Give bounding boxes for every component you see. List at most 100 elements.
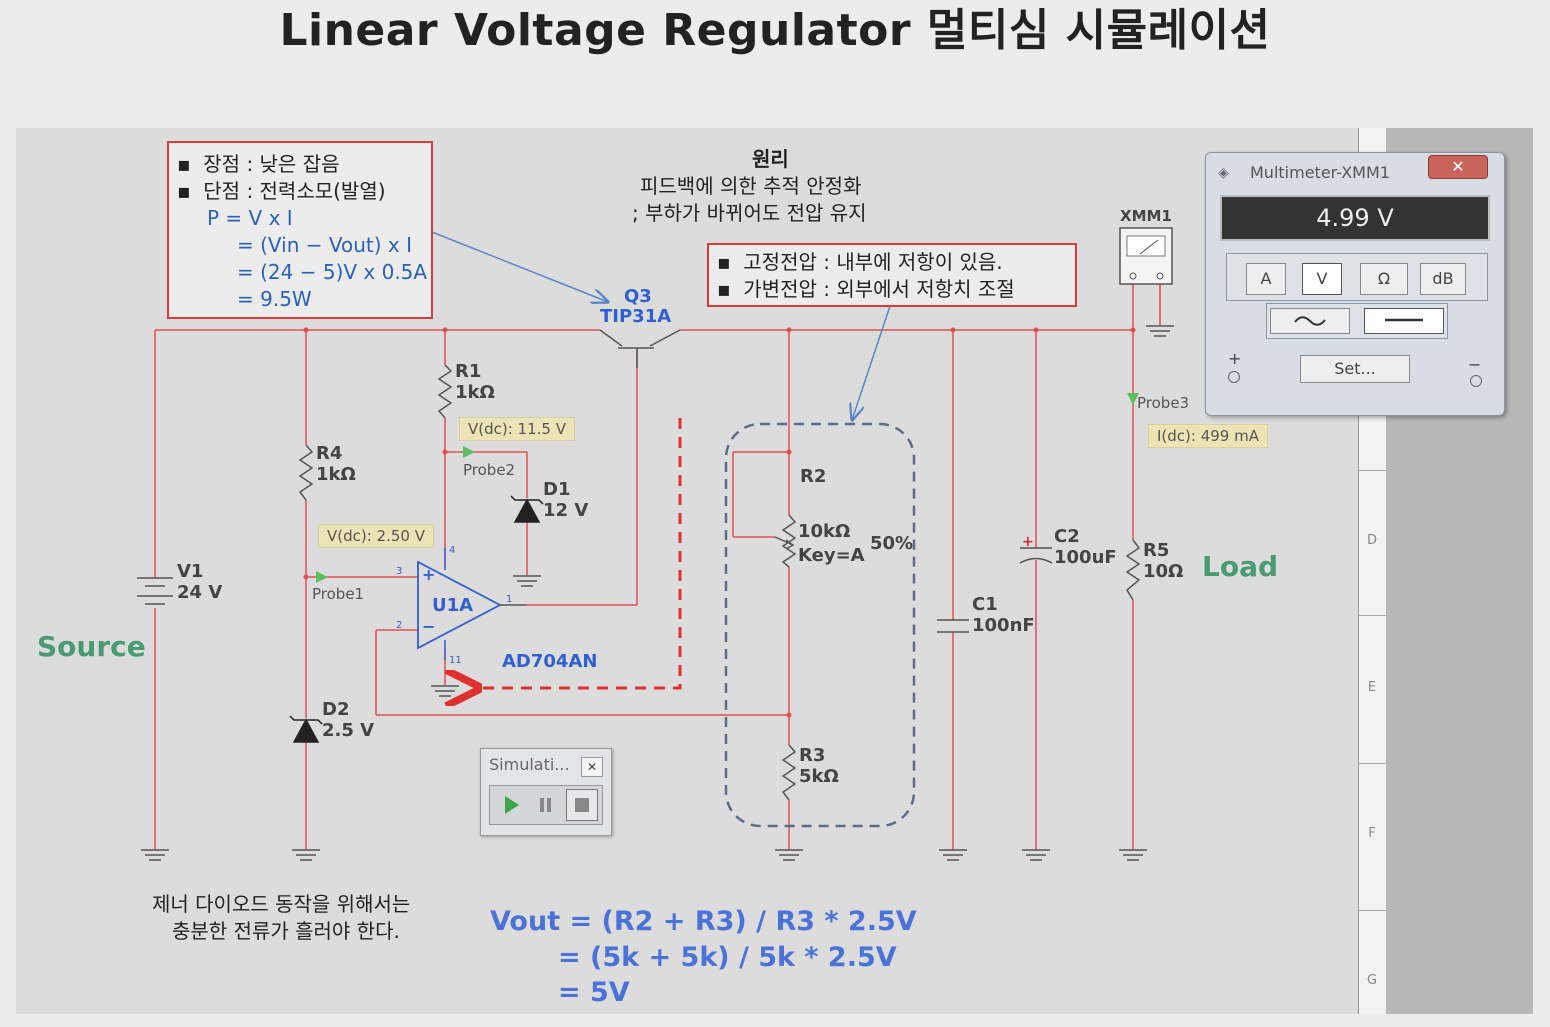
xmm1-symbol	[1119, 227, 1173, 285]
r3-name: R3	[799, 745, 826, 766]
scroll-letter-d: D	[1366, 533, 1377, 548]
wires	[154, 283, 1161, 850]
page-title: Linear Voltage Regulator 멀티심 시뮬레이션	[279, 5, 1271, 56]
scroll-divider	[1358, 615, 1386, 616]
d2-name: D2	[322, 699, 350, 720]
simulation-controls	[489, 785, 603, 825]
minus-terminal-icon[interactable]	[1470, 375, 1482, 387]
r4-value: 1kΩ	[316, 464, 356, 485]
r2-key: Key=A	[798, 545, 865, 566]
run-button[interactable]	[502, 794, 522, 820]
callout-arrow-r2	[852, 305, 891, 420]
zener-diodes	[289, 495, 544, 743]
pros-cons-note: ▪ 장점 : 낮은 잡음 ▪ 단점 : 전력소모(발열) P = V x I =…	[167, 141, 433, 319]
simulation-window-title: Simulati...	[489, 755, 570, 774]
feedback-arrow	[476, 418, 682, 688]
v1-value: 24 V	[177, 582, 223, 603]
probe-arrows	[316, 393, 1139, 583]
simulation-window[interactable]: Simulati... ✕	[480, 748, 612, 836]
callout-arrow-q3	[431, 231, 608, 302]
r2-percent: 50%	[870, 533, 914, 554]
d2-value: 2.5 V	[322, 720, 375, 741]
dc-line-icon	[1385, 318, 1423, 322]
d1-value: 12 V	[543, 500, 589, 521]
scroll-divider	[1358, 470, 1386, 471]
principle-line1: 피드백에 의한 추적 안정화	[640, 174, 862, 198]
component-symbols	[137, 329, 1141, 801]
close-icon[interactable]: ✕	[581, 757, 603, 777]
v1-name: V1	[177, 561, 204, 582]
ac-wave-icon	[1294, 316, 1326, 326]
vout-formula-line2: = (5k + 5k) / 5k * 2.5V	[558, 942, 897, 973]
principle-heading: 원리	[752, 147, 789, 171]
pin-2: 2	[396, 620, 403, 631]
zener-note-line2: 충분한 전류가 흘러야 한다.	[172, 919, 400, 943]
probe2-value: V(dc): 11.5 V	[459, 417, 575, 441]
pause-button[interactable]	[536, 794, 556, 820]
pause-icon	[540, 798, 551, 812]
opamp-plus: +	[422, 565, 436, 584]
formula-line: = (24 − 5)V x 0.5A	[237, 260, 428, 284]
set-button[interactable]: Set...	[1300, 355, 1410, 383]
plus-terminal-icon[interactable]	[1228, 371, 1240, 383]
scroll-divider	[1358, 763, 1386, 764]
pin-3: 3	[396, 566, 403, 577]
scroll-letter-f: F	[1368, 826, 1376, 841]
fixed-voltage-text: 고정전압 : 내부에 저항이 있음.	[743, 250, 1003, 274]
formula-line: P = V x I	[207, 206, 293, 230]
q3-name: Q3	[624, 286, 652, 307]
plus-terminal-label: +	[1228, 349, 1242, 368]
ac-button[interactable]	[1270, 308, 1350, 334]
probe1-label: Probe1	[312, 585, 365, 603]
probe3-value: I(dc): 499 mA	[1148, 424, 1268, 448]
r2-value: 10kΩ	[798, 521, 851, 542]
source-label: Source	[37, 630, 146, 663]
r5-name: R5	[1143, 540, 1170, 561]
multimeter-window[interactable]: ◈ Multimeter-XMM1 ✕ 4.99 V A V Ω dB Set.…	[1205, 152, 1505, 416]
regulator-type-note: ▪ 고정전압 : 내부에 저항이 있음. ▪ 가변전압 : 외부에서 저항치 조…	[707, 243, 1077, 307]
c1-name: C1	[972, 594, 998, 615]
r5-value: 10Ω	[1143, 561, 1184, 582]
dc-button[interactable]	[1364, 308, 1444, 334]
opamp-minus: −	[422, 617, 436, 636]
r4-name: R4	[316, 443, 343, 464]
ohmmeter-button[interactable]: Ω	[1360, 263, 1408, 295]
zener-note-line1: 제너 다이오드 동작을 위해서는	[152, 892, 411, 916]
stop-button[interactable]	[566, 789, 598, 821]
r3-value: 5kΩ	[799, 766, 839, 787]
u1a-name: U1A	[432, 595, 474, 616]
stop-icon	[575, 798, 589, 812]
decibel-button[interactable]: dB	[1420, 263, 1466, 295]
pin-4: 4	[449, 545, 456, 556]
close-button[interactable]: ✕	[1428, 155, 1488, 179]
load-label: Load	[1202, 550, 1279, 583]
variable-voltage-text: 가변전압 : 외부에서 저항치 조절	[743, 277, 1015, 301]
r1-name: R1	[455, 361, 482, 382]
c1-value: 100nF	[972, 615, 1035, 636]
scroll-letter-g: G	[1366, 973, 1378, 988]
multimeter-reading: 4.99 V	[1220, 195, 1490, 241]
ground-symbols	[141, 325, 1174, 861]
probe3-label: Probe3	[1137, 394, 1190, 412]
principle-line2: ; 부하가 바뀌어도 전압 유지	[632, 201, 867, 225]
pros-text: 장점 : 낮은 잡음	[203, 152, 340, 176]
d1-name: D1	[543, 479, 571, 500]
ammeter-button[interactable]: A	[1246, 263, 1286, 295]
junction-dots	[303, 327, 1136, 718]
minus-terminal-label: −	[1468, 355, 1482, 374]
multimeter-app-icon: ◈	[1218, 165, 1229, 181]
play-icon	[505, 796, 519, 814]
formula-line: = 9.5W	[237, 287, 312, 311]
c2-name: C2	[1054, 526, 1080, 547]
r2-name: R2	[800, 466, 827, 487]
probe1-value: V(dc): 2.50 V	[318, 524, 434, 548]
c2-value: 100uF	[1054, 547, 1117, 568]
multimeter-title: Multimeter-XMM1	[1250, 163, 1390, 182]
scroll-divider	[1358, 910, 1386, 911]
c2-polarity: +	[1022, 534, 1034, 550]
pin-1: 1	[506, 594, 513, 605]
pin-11: 11	[449, 655, 462, 666]
vout-formula-line3: = 5V	[558, 977, 630, 1008]
voltmeter-button[interactable]: V	[1302, 263, 1342, 295]
